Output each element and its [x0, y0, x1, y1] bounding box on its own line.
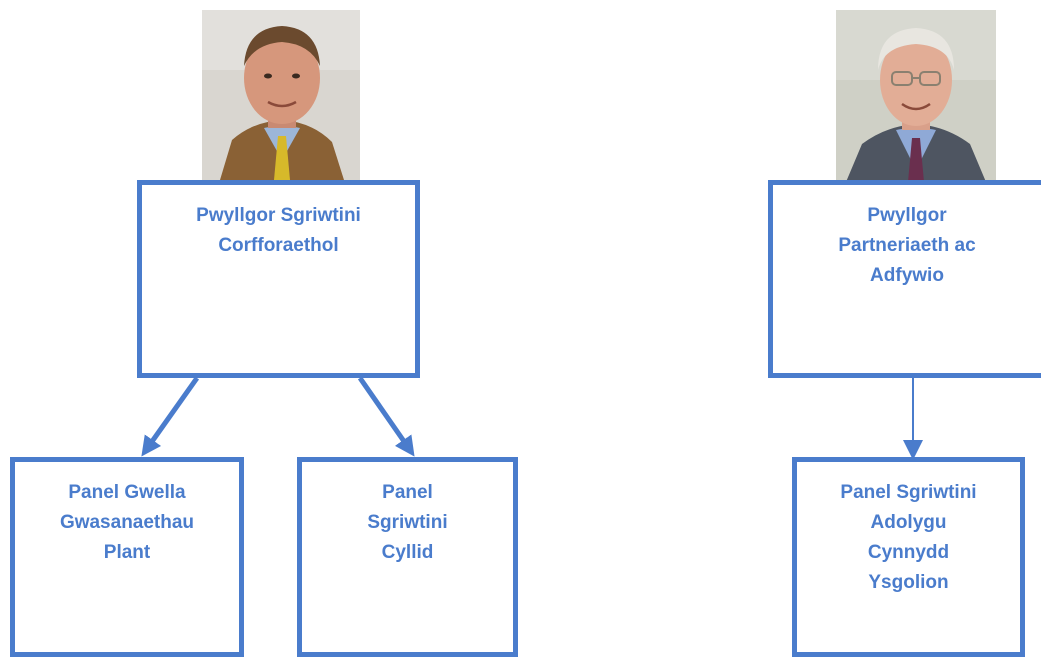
node-label-line: Gwasanaethau: [59, 512, 195, 533]
arrow-corporate-to-children: [141, 376, 200, 457]
node-label-line: Sgriwtini: [367, 512, 448, 533]
node-label-line: Cynnydd: [867, 542, 950, 563]
node-label-line: Corfforaethol: [218, 235, 339, 256]
node-children-services-panel: Panel Gwella Gwasanaethau Plant: [10, 457, 244, 657]
node-label-line: Panel Gwella: [68, 482, 186, 503]
node-label-line: Pwyllgor: [867, 205, 947, 226]
node-label-line: Ysgolion: [868, 572, 949, 593]
node-schools-progress-panel: Panel Sgriwtini Adolygu Cynnydd Ysgolion: [792, 457, 1025, 657]
node-label-line: Panel Sgriwtini: [840, 482, 977, 503]
node-label-line: Pwyllgor Sgriwtini: [196, 205, 361, 226]
node-partnership-regeneration-committee: Pwyllgor Partneriaeth ac Adfywio: [768, 180, 1041, 378]
node-label-line: Adolygu: [870, 512, 947, 533]
node-label-line: Panel: [382, 482, 433, 503]
node-label-line: Cyllid: [381, 542, 434, 563]
node-label-line: Adfywio: [870, 265, 944, 286]
corporate-chair-photo: [202, 10, 360, 180]
arrow-corporate-to-finance: [357, 376, 415, 457]
node-corporate-scrutiny-committee: Pwyllgor Sgriwtini Corfforaethol: [137, 180, 420, 378]
node-finance-scrutiny-panel: Panel Sgriwtini Cyllid: [297, 457, 518, 657]
node-label-line: Partneriaeth ac: [838, 235, 976, 256]
node-label-line: Plant: [103, 542, 151, 563]
partnership-chair-photo: [836, 10, 996, 182]
